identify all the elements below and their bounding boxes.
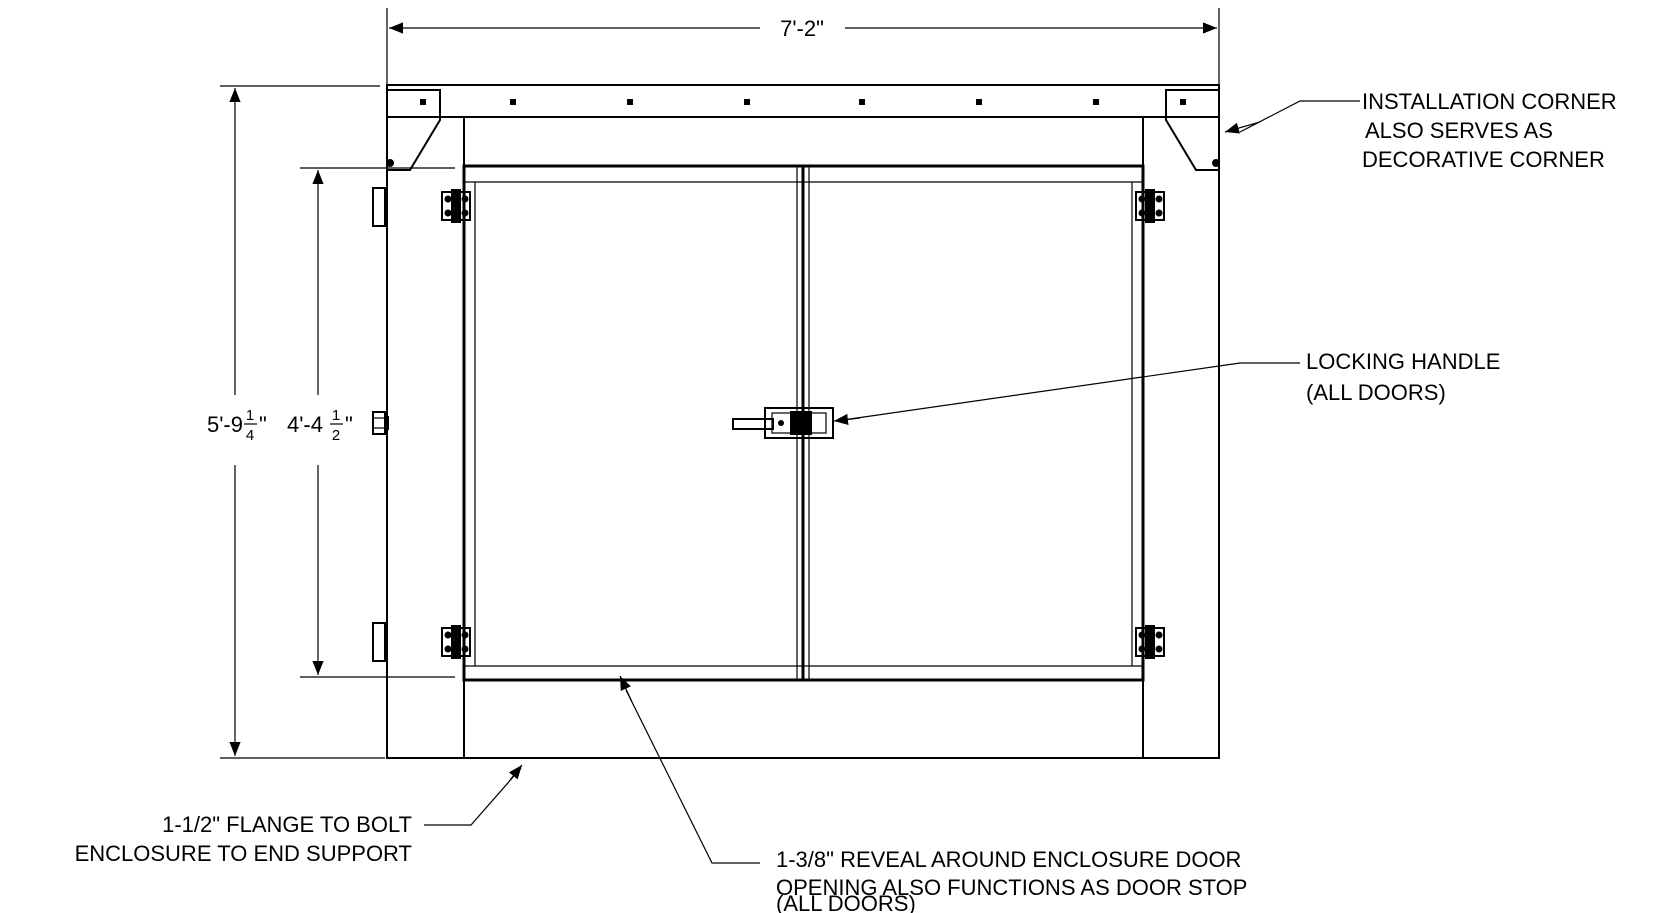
opening-height-dimension: 4'-4 1 2 " — [287, 167, 455, 678]
installation-corner-line-1: INSTALLATION CORNER — [1362, 89, 1617, 114]
opening-height-label-denominator: 2 — [332, 427, 340, 444]
overall-height-dimension: 5'-9 1 4 " — [207, 85, 385, 759]
reveal-line-3: (ALL DOORS) — [776, 891, 916, 913]
flange-line-2: ENCLOSURE TO END SUPPORT — [75, 841, 412, 866]
reveal-line-2: OPENING ALSO FUNCTIONS AS DOOR STOP — [776, 875, 1247, 900]
overall-height-label-numerator: 1 — [246, 407, 254, 424]
overall-height-label-whole: 5'-9 — [207, 412, 243, 437]
locking-handle — [732, 407, 834, 439]
hinge-top-left — [441, 189, 471, 223]
overall-width-label: 7'-2" — [780, 16, 824, 41]
side-bracket-bottom — [372, 622, 386, 662]
opening-height-label-whole: 4'-4 — [287, 412, 323, 437]
side-fitting — [372, 411, 389, 435]
callout-flange: 1-1/2" FLANGE TO BOLT ENCLOSURE TO END S… — [75, 764, 523, 866]
hinge-top-right — [1135, 189, 1165, 223]
locking-handle-line-1: LOCKING HANDLE — [1306, 349, 1500, 374]
side-bracket-top — [372, 187, 386, 227]
installation-corner-line-2: ALSO SERVES AS — [1365, 118, 1553, 143]
reveal-line-1: 1-3/8" REVEAL AROUND ENCLOSURE DOOR — [776, 847, 1241, 872]
callout-locking-handle: LOCKING HANDLE (ALL DOORS) — [833, 349, 1500, 425]
installation-corner-left — [386, 89, 441, 171]
locking-handle-line-2: (ALL DOORS) — [1306, 380, 1446, 405]
overall-height-label-inch: " — [259, 412, 267, 437]
enclosure-body — [372, 84, 1220, 759]
flange-bolt-holes — [510, 99, 1099, 105]
opening-height-label-numerator: 1 — [332, 407, 340, 424]
flange-line-1: 1-1/2" FLANGE TO BOLT — [162, 812, 412, 837]
installation-corner-right — [1165, 89, 1220, 171]
callout-reveal: 1-3/8" REVEAL AROUND ENCLOSURE DOOR OPEN… — [619, 675, 1247, 913]
overall-height-label-denominator: 4 — [246, 427, 254, 444]
opening-height-label-inch: " — [345, 412, 353, 437]
hinge-bottom-left — [441, 625, 471, 659]
installation-corner-line-3: DECORATIVE CORNER — [1362, 147, 1605, 172]
callout-installation-corner: INSTALLATION CORNER ALSO SERVES AS DECOR… — [1224, 89, 1617, 172]
hinge-bottom-right — [1135, 625, 1165, 659]
overall-width-dimension: 7'-2" — [386, 8, 1220, 85]
